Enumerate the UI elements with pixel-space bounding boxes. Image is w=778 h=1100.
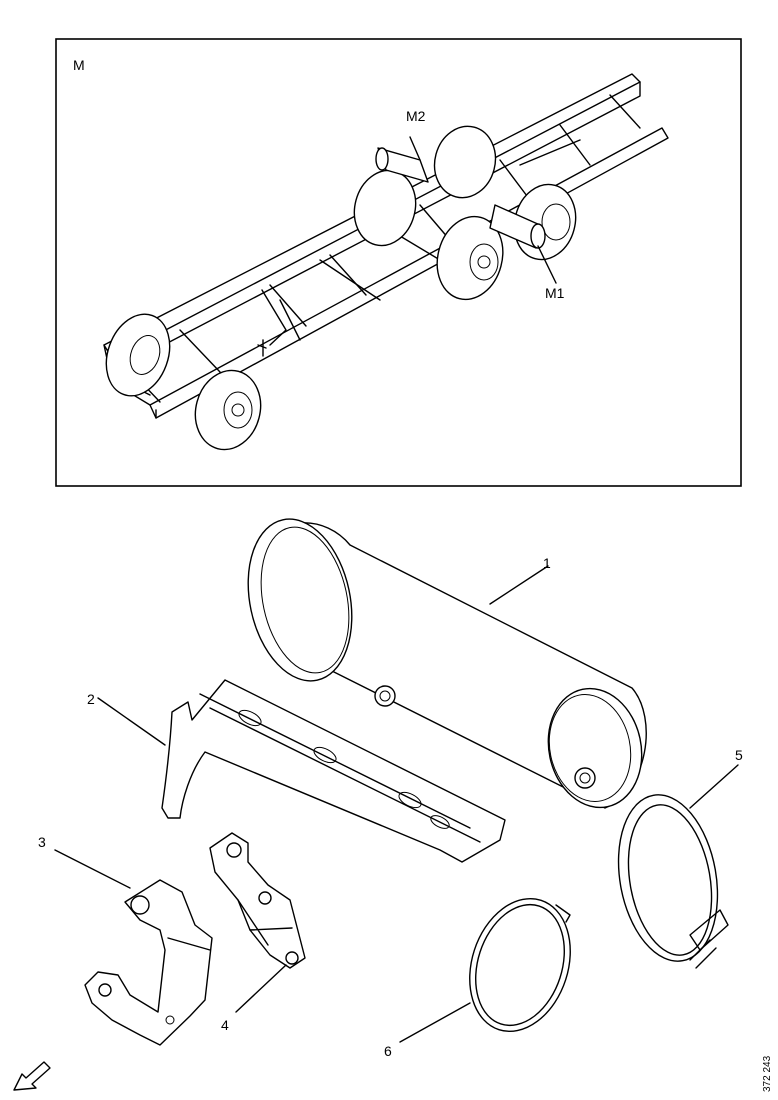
part-bracket-left (54, 849, 213, 1046)
inset-panel: M (55, 38, 742, 487)
part-strap-small (399, 897, 571, 1043)
reference-number: 372 243 (762, 1055, 773, 1092)
front-wheel-left (105, 313, 171, 397)
air-tank-m2 (375, 136, 429, 183)
front-wheel-right (194, 369, 262, 451)
label-part-2: 2 (87, 691, 95, 707)
arrow-down-left-icon (13, 1061, 51, 1091)
label-part-5: 5 (735, 747, 743, 763)
part-air-tank (247, 518, 647, 809)
callout-m2: M2 (406, 108, 426, 124)
inset-label: M (73, 57, 85, 73)
part-bracket-small (209, 832, 306, 1013)
air-tank-m1 (489, 204, 557, 284)
callout-m1: M1 (545, 285, 565, 301)
label-part-1: 1 (543, 555, 551, 571)
label-part-6: 6 (384, 1043, 392, 1059)
label-part-3: 3 (38, 834, 46, 850)
label-part-4: 4 (221, 1017, 229, 1033)
part-cradle-bracket (97, 679, 506, 863)
part-strap-large (617, 764, 739, 969)
